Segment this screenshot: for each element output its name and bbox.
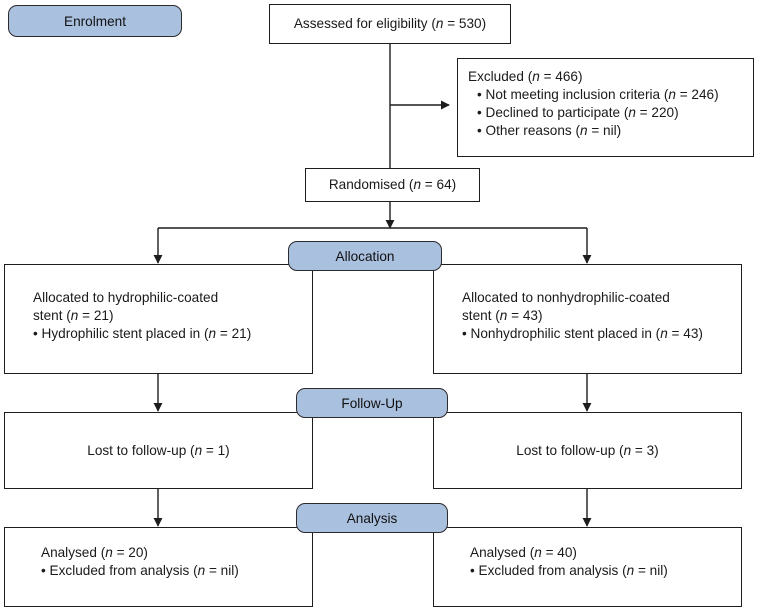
analysis-right-line1: Analysed (n = 40) xyxy=(470,544,731,562)
alloc-right-line2-suffix: = 43) xyxy=(507,308,543,324)
excluded-item-1-prefix: • Declined to participate ( xyxy=(477,105,629,121)
assessed-prefix: Assessed for eligibility ( xyxy=(293,15,436,31)
node-excluded: Excluded (n = 466) • Not meeting inclusi… xyxy=(457,58,754,157)
followup-right-prefix: Lost to follow-up ( xyxy=(516,442,624,458)
excluded-item-0-suffix: = 246) xyxy=(675,87,719,103)
analysis-left-line2-prefix: • Excluded from analysis ( xyxy=(41,563,198,579)
stage-label-followup-text: Follow-Up xyxy=(341,395,403,411)
node-analysed-left: Analysed (n = 20) • Excluded from analys… xyxy=(4,527,313,607)
analysis-right-line2: • Excluded from analysis (n = nil) xyxy=(470,562,731,580)
excluded-item-1-n-symbol: n xyxy=(628,105,636,121)
alloc-right-line3-suffix: = 43) xyxy=(667,326,703,342)
excluded-item-2: • Other reasons (n = nil) xyxy=(468,122,743,140)
followup-left-suffix: = 1) xyxy=(202,442,230,458)
node-allocated-hydrophilic: Allocated to hydrophilic-coated stent (n… xyxy=(4,264,313,374)
excluded-item-0-n-symbol: n xyxy=(668,87,676,103)
node-randomised: Randomised (n = 64) xyxy=(305,168,480,202)
analysis-right-line1-suffix: = 40) xyxy=(541,545,577,560)
stage-label-analysis: Analysis xyxy=(296,503,448,533)
alloc-left-line1: Allocated to hydrophilic-coated xyxy=(33,290,219,305)
analysis-left-line2-n-symbol: n xyxy=(197,563,206,579)
alloc-left-line2: stent (n = 21) xyxy=(33,307,302,325)
excluded-item-2-prefix: • Other reasons ( xyxy=(477,123,580,139)
analysis-left-line2: • Excluded from analysis (n = nil) xyxy=(41,562,302,580)
alloc-right-line3: • Nonhydrophilic stent placed in (n = 43… xyxy=(462,325,731,343)
stage-label-enrolment-text: Enrolment xyxy=(64,13,126,29)
analysis-left-line1-suffix: = 20) xyxy=(112,545,148,560)
randomised-suffix: = 64) xyxy=(421,176,457,192)
excluded-item-2-n-symbol: n xyxy=(579,123,588,139)
analysis-left-line2-suffix: = nil) xyxy=(205,563,239,579)
randomised-prefix: Randomised ( xyxy=(328,176,414,192)
excluded-heading-n-symbol: n xyxy=(532,69,540,84)
node-lost-to-followup-right: Lost to follow-up (n = 3) xyxy=(433,412,742,489)
node-assessed-for-eligibility: Assessed for eligibility (n = 530) xyxy=(269,4,511,44)
analysis-right-line1-prefix: Analysed ( xyxy=(470,545,535,560)
alloc-left-line3-suffix: = 21) xyxy=(216,326,252,342)
assessed-n-symbol: n xyxy=(435,15,444,31)
excluded-item-0-prefix: • Not meeting inclusion criteria ( xyxy=(477,87,669,103)
analysis-right-line2-prefix: • Excluded from analysis ( xyxy=(470,563,627,579)
alloc-right-line3-n-symbol: n xyxy=(660,326,668,342)
alloc-left-line2-prefix: stent ( xyxy=(33,308,71,324)
excluded-heading-suffix: = 466) xyxy=(539,69,583,84)
excluded-item-1-suffix: = 220) xyxy=(635,105,679,121)
alloc-right-line3-prefix: • Nonhydrophilic stent placed in ( xyxy=(462,326,661,342)
alloc-right-line2: stent (n = 43) xyxy=(462,307,731,325)
alloc-right-line2-n-symbol: n xyxy=(499,308,508,324)
excluded-item-1: • Declined to participate (n = 220) xyxy=(468,104,743,122)
excluded-item-0: • Not meeting inclusion criteria (n = 24… xyxy=(468,86,743,104)
analysis-right-line2-n-symbol: n xyxy=(626,563,635,579)
alloc-left-line3-n-symbol: n xyxy=(208,326,217,342)
followup-left-n-symbol: n xyxy=(194,442,203,458)
analysis-left-line1-prefix: Analysed ( xyxy=(41,545,106,560)
followup-right-suffix: = 3) xyxy=(631,442,659,458)
stage-label-followup: Follow-Up xyxy=(296,388,448,418)
analysis-right-line2-suffix: = nil) xyxy=(634,563,668,579)
randomised-n-symbol: n xyxy=(413,176,422,192)
alloc-right-line1: Allocated to nonhydrophilic-coated xyxy=(462,290,670,305)
alloc-left-line3-prefix: • Hydrophilic stent placed in ( xyxy=(33,326,209,342)
excluded-heading: Excluded (n = 466) xyxy=(468,68,743,86)
stage-label-analysis-text: Analysis xyxy=(346,510,398,526)
followup-left-prefix: Lost to follow-up ( xyxy=(87,442,195,458)
analysis-right-line1-n-symbol: n xyxy=(534,545,542,560)
followup-right-n-symbol: n xyxy=(623,442,632,458)
excluded-heading-prefix: Excluded ( xyxy=(468,69,533,84)
stage-label-allocation: Allocation xyxy=(288,241,442,271)
analysis-left-line1: Analysed (n = 20) xyxy=(41,544,302,562)
node-analysed-right: Analysed (n = 40) • Excluded from analys… xyxy=(433,527,742,607)
excluded-item-2-suffix: = nil) xyxy=(587,123,622,139)
alloc-left-line2-n-symbol: n xyxy=(70,308,79,324)
stage-label-allocation-text: Allocation xyxy=(335,248,395,264)
node-allocated-nonhydrophilic: Allocated to nonhydrophilic-coated stent… xyxy=(433,264,742,374)
stage-label-enrolment: Enrolment xyxy=(8,5,182,37)
alloc-left-line2-suffix: = 21) xyxy=(78,308,114,324)
alloc-left-line3: • Hydrophilic stent placed in (n = 21) xyxy=(33,325,302,343)
assessed-suffix: = 530) xyxy=(443,15,487,31)
node-lost-to-followup-left: Lost to follow-up (n = 1) xyxy=(4,412,313,489)
analysis-left-line1-n-symbol: n xyxy=(105,545,113,560)
alloc-right-line2-prefix: stent ( xyxy=(462,308,500,324)
